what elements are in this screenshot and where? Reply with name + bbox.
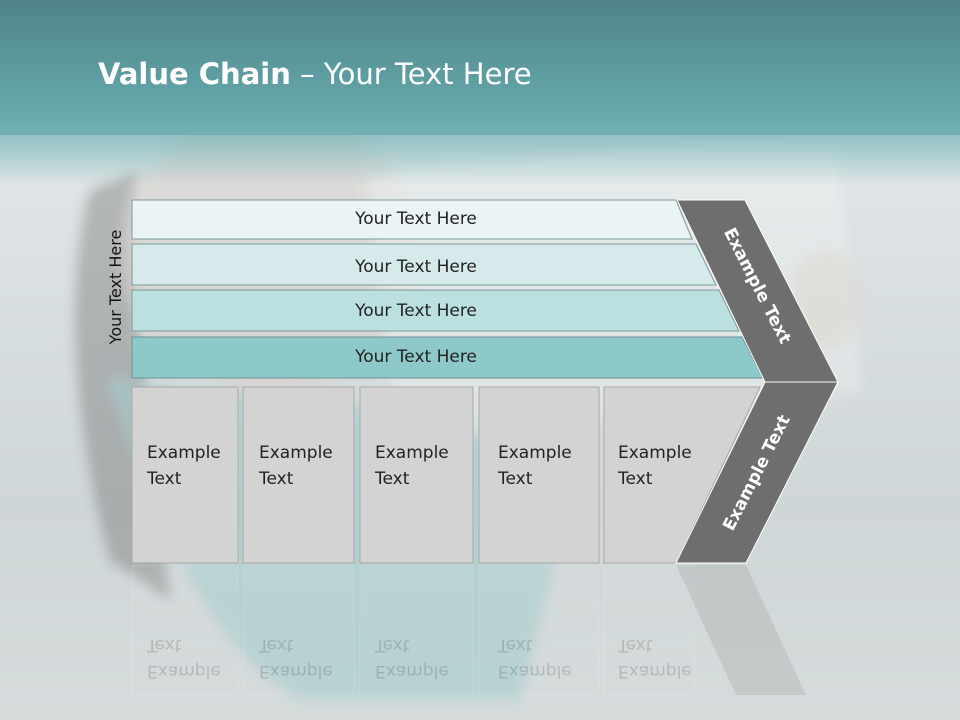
box-reflection-4-line1: Example: [498, 661, 572, 681]
row-shape-3: [131, 289, 740, 332]
box-shape-2: [242, 386, 355, 564]
chevron-lower-shape: [675, 381, 839, 564]
box-reflection-5-line2: Text: [618, 635, 653, 655]
row-label-4: Your Text Here: [355, 347, 477, 367]
box-shape-3: [359, 386, 474, 564]
box-label-2-line1: Example: [259, 443, 333, 463]
header-fade: [0, 125, 960, 185]
box-label-4-line2: Text: [498, 469, 533, 489]
box-label-3-line1: Example: [375, 443, 449, 463]
row-shape-1: [131, 199, 693, 240]
box-shape-4: [478, 386, 600, 564]
box-label-5: Example Text: [618, 440, 718, 492]
box-reflection-3: Example Text: [375, 632, 449, 684]
reflection-group: [131, 564, 806, 696]
box-label-2: Example Text: [259, 440, 359, 492]
box-label-3-line2: Text: [375, 469, 410, 489]
box-label-5-line2: Text: [618, 469, 653, 489]
box-label-4: Example Text: [498, 440, 598, 492]
box-label-1: Example Text: [147, 440, 247, 492]
slide-title: Value Chain – Your Text Here: [98, 54, 532, 94]
row-label-2: Your Text Here: [355, 257, 477, 277]
box-label-1-line2: Text: [147, 469, 182, 489]
box-label-2-line2: Text: [259, 469, 294, 489]
header-band: [0, 0, 960, 135]
box-reflection-4-line2: Text: [498, 635, 533, 655]
box-label-5-line1: Example: [618, 443, 692, 463]
box-reflection-2: Example Text: [259, 632, 333, 684]
box-reflection-5-line1: Example: [618, 661, 692, 681]
box-reflection-4: Example Text: [498, 632, 572, 684]
box-label-3: Example Text: [375, 440, 475, 492]
row-label-3: Your Text Here: [355, 301, 477, 321]
box-reflection-3-line2: Text: [375, 635, 410, 655]
row-shape-2: [131, 243, 717, 286]
box-label-1-line1: Example: [147, 443, 221, 463]
box-reflection-2-line2: Text: [259, 635, 294, 655]
box-label-4-line1: Example: [498, 443, 572, 463]
box-reflection-1-line2: Text: [147, 635, 182, 655]
box-shape-1: [131, 386, 239, 564]
title-bold: Value Chain: [98, 57, 291, 91]
box-reflection-2-line1: Example: [259, 661, 333, 681]
box-reflection-1: Example Text: [147, 632, 221, 684]
box-reflection-5: Example Text: [618, 632, 692, 684]
title-rest: – Your Text Here: [290, 57, 532, 91]
row-label-1: Your Text Here: [355, 209, 477, 229]
box-reflection-3-line1: Example: [375, 661, 449, 681]
box-reflection-1-line1: Example: [147, 661, 221, 681]
